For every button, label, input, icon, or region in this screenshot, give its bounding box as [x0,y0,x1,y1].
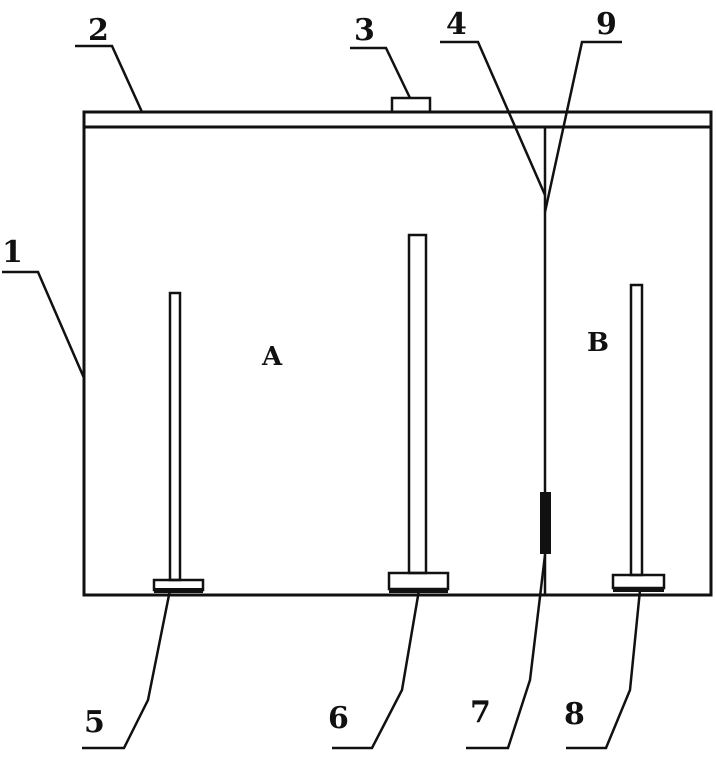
zone-label-b: B [587,328,609,358]
leader-line-8 [566,589,642,750]
right-tube-base [611,573,666,590]
leader-line-7 [466,554,547,750]
leader-line-9 [543,40,622,213]
leader-line-2 [75,44,144,113]
tank-lid [82,110,713,129]
leader-line-3 [350,46,412,99]
label-9: 9 [596,7,617,42]
right-base-plate [613,587,664,592]
leader-line-6 [332,589,421,750]
label-4: 4 [446,7,467,42]
left-tube [168,291,182,582]
partition-bottom-block [540,492,551,554]
tank-body [82,125,713,597]
right-tube [629,283,644,577]
leader-line-1 [2,270,86,379]
label-8: 8 [564,697,585,732]
label-1: 1 [2,235,23,270]
middle-tube-base [387,571,450,591]
left-base-plate [154,588,203,593]
label-7: 7 [470,695,491,730]
zone-label-a: A [261,342,283,372]
lid-fitting [390,96,432,114]
label-2: 2 [88,13,109,48]
leader-line-5 [82,589,172,750]
label-3: 3 [354,13,375,48]
label-6: 6 [328,701,349,736]
leader-line-4 [440,40,547,196]
label-5: 5 [84,705,105,740]
middle-tube [407,233,428,575]
